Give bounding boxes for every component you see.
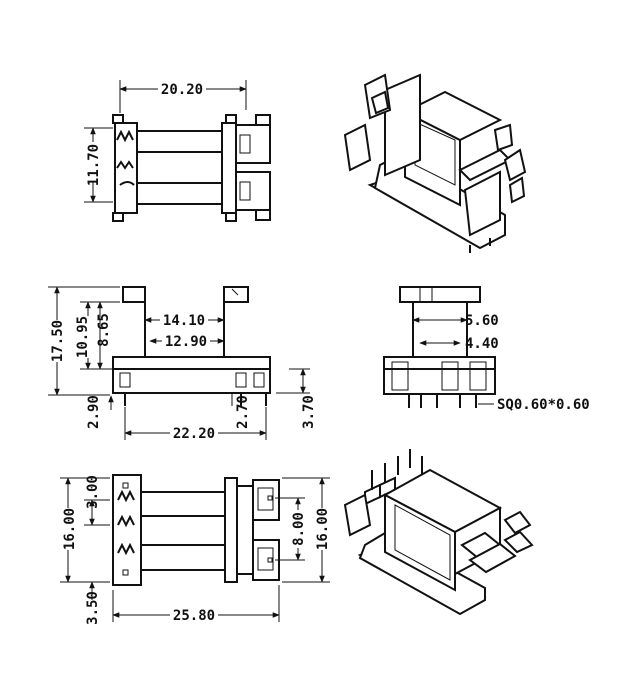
dim-bottom-right-inner: 8.00 <box>291 512 307 546</box>
dim-front-width-total: 22.20 <box>173 426 215 442</box>
top-view <box>84 80 271 222</box>
dim-bottom-edge: 3.50 <box>85 591 101 625</box>
dim-front-height-a: 10.95 <box>75 316 91 358</box>
dim-front-pin-left: 2.90 <box>86 395 102 429</box>
dim-bottom-pitch: 3.00 <box>85 475 101 509</box>
dim-bottom-right-height: 16.00 <box>315 508 331 550</box>
dim-side-width-a: 5.60 <box>465 313 499 329</box>
side-view <box>383 286 496 408</box>
iso-view-top <box>343 73 527 253</box>
dim-bottom-width: 25.80 <box>173 608 215 624</box>
dim-side-pin: SQ0.60*0.60 <box>497 397 590 413</box>
dim-front-width-a: 14.10 <box>163 313 205 329</box>
dim-front-height-total: 17.50 <box>50 320 66 362</box>
dim-front-height-b: 8.65 <box>96 313 112 347</box>
dim-side-width-b: 4.40 <box>465 336 499 352</box>
dim-top-width: 20.20 <box>161 82 203 98</box>
front-view <box>48 286 310 440</box>
dim-top-height: 11.70 <box>86 144 102 186</box>
dim-front-pin-mid: 2.70 <box>235 395 251 429</box>
dim-front-pin-right: 3.70 <box>301 395 317 429</box>
dim-bottom-left-height: 16.00 <box>62 508 78 550</box>
iso-view-bottom <box>343 449 534 616</box>
dim-front-width-b: 12.90 <box>165 334 207 350</box>
